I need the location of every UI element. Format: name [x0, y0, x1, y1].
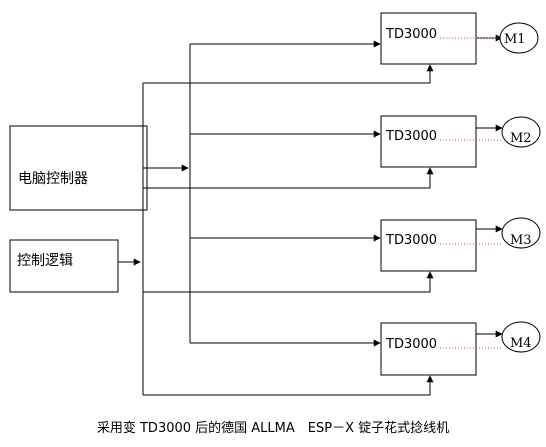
motor-label: M2: [510, 131, 532, 146]
drive-label: TD3000: [385, 233, 437, 248]
logic-controller-block: 控制逻辑: [9, 239, 119, 293]
pc-controller-label: 电脑控制器: [18, 171, 88, 187]
logic-controller-box: [9, 239, 119, 293]
diagram-caption: 采用变 TD3000 后的德国 ALLMA ESP－X 锭子花式捻线机: [97, 420, 449, 436]
bus-to-drive-3: [143, 271, 434, 293]
drive-box: [380, 219, 477, 272]
drive-block-2: TD3000: [380, 115, 502, 168]
motor-circle: [501, 217, 541, 249]
bus-to-drive-1: [143, 64, 434, 84]
connection-lines: [118, 34, 503, 396]
bus-to-drive-4: [143, 375, 434, 396]
pc-controller-block: 电脑控制器: [9, 125, 148, 211]
drive-box: [380, 322, 477, 376]
motor-4: M4: [501, 321, 541, 353]
drive-label: TD3000: [385, 27, 437, 42]
motor-circle: [501, 116, 541, 148]
motor-label: M1: [504, 32, 526, 47]
pc-controller-box: [9, 125, 148, 211]
logic-controller-label: 控制逻辑: [17, 253, 73, 269]
motor-label: M3: [510, 233, 532, 248]
motor-1: M1: [499, 22, 539, 54]
motor-circle: [501, 321, 541, 353]
motor-label: M4: [510, 336, 532, 351]
drive-box: [380, 12, 477, 65]
drive-block-1: TD3000: [380, 12, 502, 65]
drive-block-4: TD3000: [380, 322, 502, 376]
drive-label: TD3000: [385, 337, 437, 352]
bus-to-drive-2: [143, 167, 434, 189]
motor-2: M2: [501, 116, 541, 148]
drive-label: TD3000: [385, 129, 437, 144]
motor-3: M3: [501, 217, 541, 249]
drive-box: [380, 115, 477, 168]
motor-circle: [499, 22, 539, 54]
drive-block-3: TD3000: [380, 219, 502, 272]
